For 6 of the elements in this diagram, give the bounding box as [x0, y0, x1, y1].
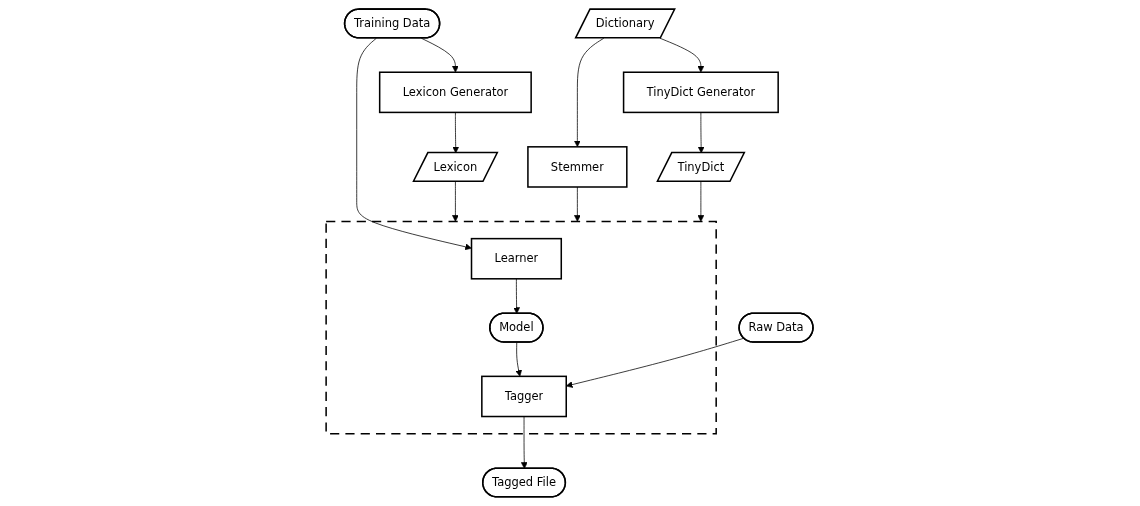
- node-box: Stemmer: [527, 146, 629, 188]
- cluster: [325, 220, 718, 435]
- node-box: Learner: [471, 237, 563, 280]
- node-box: TinyDict Generator: [623, 71, 780, 114]
- node-box: Tagger: [481, 375, 568, 418]
- node-box: Lexicon Generator: [379, 71, 533, 114]
